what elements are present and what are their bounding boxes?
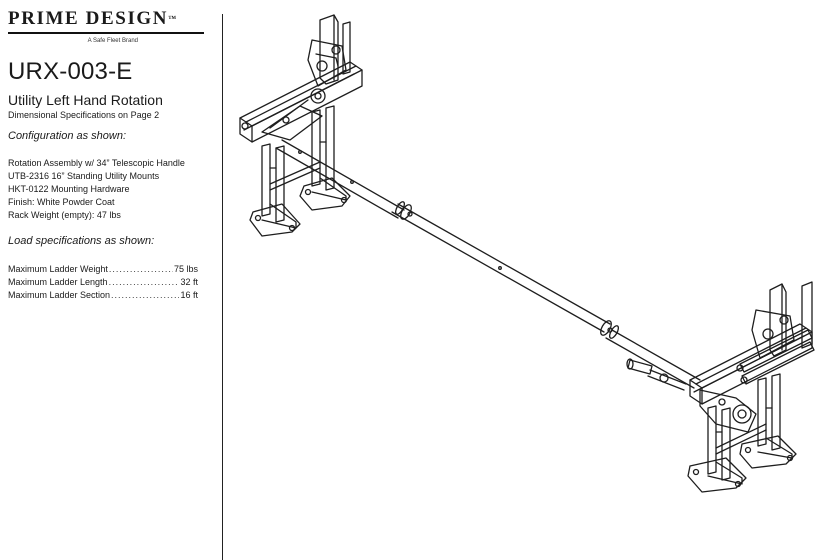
config-item: Rack Weight (empty): 47 lbs bbox=[8, 210, 121, 220]
spec-value: 16 ft bbox=[180, 290, 198, 300]
brand-name: PRIME DESIGN bbox=[8, 8, 169, 29]
load-spec-list: Maximum Ladder Weight 75 lbs Maximum Ladd… bbox=[8, 263, 198, 302]
spec-row: Maximum Ladder Section 16 ft bbox=[8, 289, 198, 302]
spec-row: Maximum Ladder Length 32 ft bbox=[8, 276, 198, 289]
config-item: HKT-0122 Mounting Hardware bbox=[8, 184, 130, 194]
spec-label: Maximum Ladder Weight bbox=[8, 264, 108, 274]
spec-sidebar: PRIME DESIGN™ A Safe Fleet Brand URX-003… bbox=[0, 0, 222, 560]
spec-label: Maximum Ladder Length bbox=[8, 277, 108, 287]
spec-label: Maximum Ladder Section bbox=[8, 290, 111, 300]
spec-row: Maximum Ladder Weight 75 lbs bbox=[8, 263, 198, 276]
trademark-mark: ™ bbox=[168, 14, 178, 23]
config-item: Rotation Assembly w/ 34” Telescopic Hand… bbox=[8, 158, 185, 168]
brand-underline bbox=[8, 32, 204, 34]
spec-value: 32 ft bbox=[180, 277, 198, 287]
config-item: UTB-2316 16” Standing Utility Mounts bbox=[8, 171, 160, 181]
page-divider bbox=[222, 14, 223, 560]
dimension-note: Dimensional Specifications on Page 2 bbox=[8, 110, 160, 120]
right-mount bbox=[626, 281, 815, 493]
spec-value: 75 lbs bbox=[173, 264, 198, 274]
ladder-rack-drawing bbox=[239, 14, 815, 493]
dot-leader bbox=[111, 289, 179, 302]
dot-leader bbox=[109, 276, 180, 289]
configuration-heading: Configuration as shown: bbox=[8, 130, 127, 142]
left-mount bbox=[239, 14, 363, 237]
dot-leader bbox=[109, 263, 173, 276]
config-item: Finish: White Powder Coat bbox=[8, 197, 115, 207]
configuration-list: Rotation Assembly w/ 34” Telescopic Hand… bbox=[8, 157, 185, 222]
load-spec-heading: Load specifications as shown: bbox=[8, 235, 155, 247]
model-number: URX-003-E bbox=[8, 58, 133, 85]
product-title: Utility Left Hand Rotation bbox=[8, 92, 163, 108]
telescopic-handle-tube bbox=[275, 139, 701, 389]
brand-logo: PRIME DESIGN™ A Safe Fleet Brand bbox=[8, 8, 208, 44]
brand-tagline: A Safe Fleet Brand bbox=[87, 38, 138, 44]
